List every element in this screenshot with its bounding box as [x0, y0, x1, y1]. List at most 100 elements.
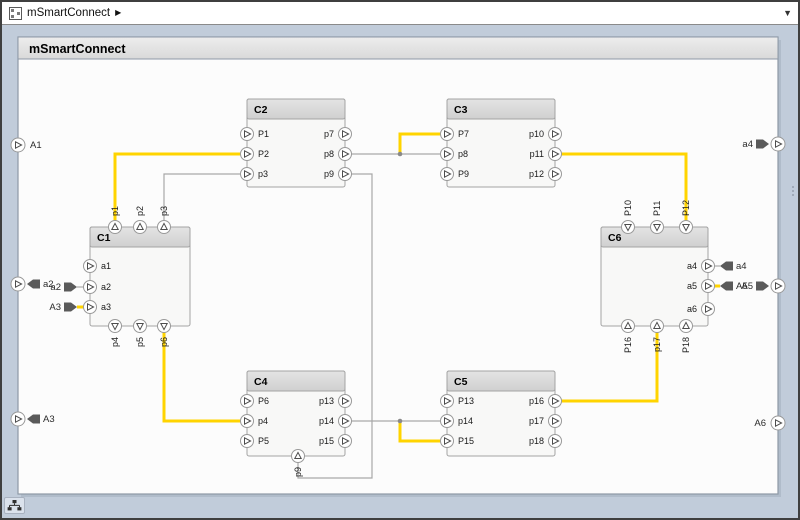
boundary-port-A5[interactable]: A5 [741, 278, 786, 294]
wire-junction [397, 151, 403, 157]
wire-highlighted[interactable] [555, 152, 688, 227]
splitter-grip-icon[interactable] [792, 194, 794, 196]
boundary-port-A1[interactable]: A1 [10, 137, 42, 153]
wire-highlighted[interactable] [398, 421, 447, 443]
port-direction-icon [775, 139, 783, 149]
port-direction-icon [444, 416, 452, 426]
port-C4-P5[interactable]: P5 [240, 434, 270, 448]
port-C4-p15[interactable]: p15 [319, 434, 352, 448]
port-C6-P11[interactable]: P11 [650, 201, 664, 234]
port-C5-P15[interactable]: P15 [440, 434, 475, 448]
port-C3-p10[interactable]: p10 [529, 127, 562, 141]
boundary-port-label: a2 [43, 279, 54, 290]
port-C3-p8[interactable]: p8 [440, 147, 469, 161]
port-C5-p18[interactable]: p18 [529, 434, 562, 448]
boundary-port-a2[interactable]: a2 [10, 276, 54, 292]
tag-label: a2 [50, 282, 61, 293]
wire-highlighted[interactable] [555, 326, 659, 403]
port-direction-icon [705, 304, 713, 314]
wire[interactable] [163, 173, 247, 227]
port-C3-p11[interactable]: p11 [530, 147, 562, 161]
connector-tag-A3[interactable]: A3 [49, 302, 77, 313]
boundary-port-A3[interactable]: A3 [10, 411, 55, 427]
port-direction-icon [244, 149, 252, 159]
port-direction-icon [342, 396, 350, 406]
port-C3-p12[interactable]: p12 [529, 167, 562, 181]
port-label: p4 [258, 416, 268, 426]
port-C6-P16[interactable]: P16 [621, 319, 635, 354]
port-C1-p3[interactable]: p3 [157, 206, 171, 234]
boundary-port-a4[interactable]: a4 [742, 136, 786, 152]
port-C1-p5[interactable]: p5 [133, 319, 147, 348]
port-C5-P13[interactable]: P13 [440, 394, 475, 408]
wire-highlighted[interactable] [162, 326, 247, 423]
port-C4-p13[interactable]: p13 [319, 394, 352, 408]
connector-tag-A5[interactable]: A5 [720, 281, 748, 292]
port-label: a2 [101, 282, 111, 292]
wire-highlighted[interactable] [398, 132, 447, 154]
port-C5-p16[interactable]: p16 [529, 394, 562, 408]
port-label: p18 [529, 436, 544, 446]
port-C6-a6[interactable]: a6 [687, 302, 715, 316]
port-C6-P18[interactable]: P18 [679, 319, 693, 354]
port-C6-a5[interactable]: a5 [687, 279, 715, 293]
port-C2-p8[interactable]: p8 [324, 147, 352, 161]
port-C2-p7[interactable]: p7 [324, 127, 352, 141]
port-direction-icon [552, 169, 560, 179]
hierarchy-button[interactable] [4, 497, 25, 514]
port-C4-P6[interactable]: P6 [240, 394, 270, 408]
port-C2-p9[interactable]: p9 [324, 167, 352, 181]
wire-highlighted[interactable] [113, 152, 247, 227]
port-C6-p17[interactable]: p17 [650, 319, 664, 353]
port-C1-p1[interactable]: p1 [108, 206, 122, 234]
port-C1-a2[interactable]: a2 [83, 280, 112, 294]
port-C1-p6[interactable]: p6 [157, 319, 171, 348]
connector-tag-a2[interactable]: a2 [50, 282, 77, 293]
port-C6-P10[interactable]: P10 [621, 200, 635, 234]
port-C1-a3[interactable]: a3 [83, 300, 112, 314]
port-C1-p2[interactable]: p2 [133, 206, 147, 234]
component-title: C5 [454, 376, 468, 388]
port-C5-p17[interactable]: p17 [529, 414, 562, 428]
boundary-port-A6[interactable]: A6 [754, 415, 786, 431]
port-C6-a4[interactable]: a4 [687, 259, 715, 273]
port-C1-a1[interactable]: a1 [83, 259, 112, 273]
port-C1-p4[interactable]: p4 [108, 319, 122, 348]
dropdown-arrow-icon[interactable]: ▼ [783, 7, 792, 18]
port-C2-P1[interactable]: P1 [240, 127, 270, 141]
breadcrumb-model-title[interactable]: mSmartConnect [27, 7, 111, 19]
breadcrumb-chevron-icon[interactable]: ▶ [115, 8, 122, 17]
port-C3-P7[interactable]: P7 [440, 127, 470, 141]
port-C4-p14[interactable]: p14 [319, 414, 352, 428]
connector-tag-a4[interactable]: a4 [720, 261, 747, 272]
port-C2-P2[interactable]: P2 [240, 147, 270, 161]
port-label: p9 [293, 467, 303, 477]
port-C4-p4[interactable]: p4 [240, 414, 269, 428]
port-direction-icon [775, 281, 783, 291]
port-C4-p9[interactable]: p9 [291, 449, 305, 478]
wire[interactable] [297, 173, 373, 479]
port-label: a1 [101, 261, 111, 271]
port-direction-icon [87, 261, 95, 271]
port-C5-p14[interactable]: p14 [440, 414, 474, 428]
port-C6-P12[interactable]: P12 [679, 200, 693, 234]
tag-icon [64, 282, 77, 292]
port-label: p6 [159, 337, 169, 347]
port-label: p1 [110, 206, 120, 216]
port-direction-icon [135, 323, 145, 331]
port-C2-p3[interactable]: p3 [240, 167, 269, 181]
port-C3-P9[interactable]: P9 [440, 167, 470, 181]
splitter-grip-icon[interactable] [792, 190, 794, 192]
port-direction-icon [552, 416, 560, 426]
port-label: p8 [458, 149, 468, 159]
port-label: P11 [652, 201, 662, 216]
port-label: p4 [110, 337, 120, 347]
splitter-grip-icon[interactable] [792, 186, 794, 188]
